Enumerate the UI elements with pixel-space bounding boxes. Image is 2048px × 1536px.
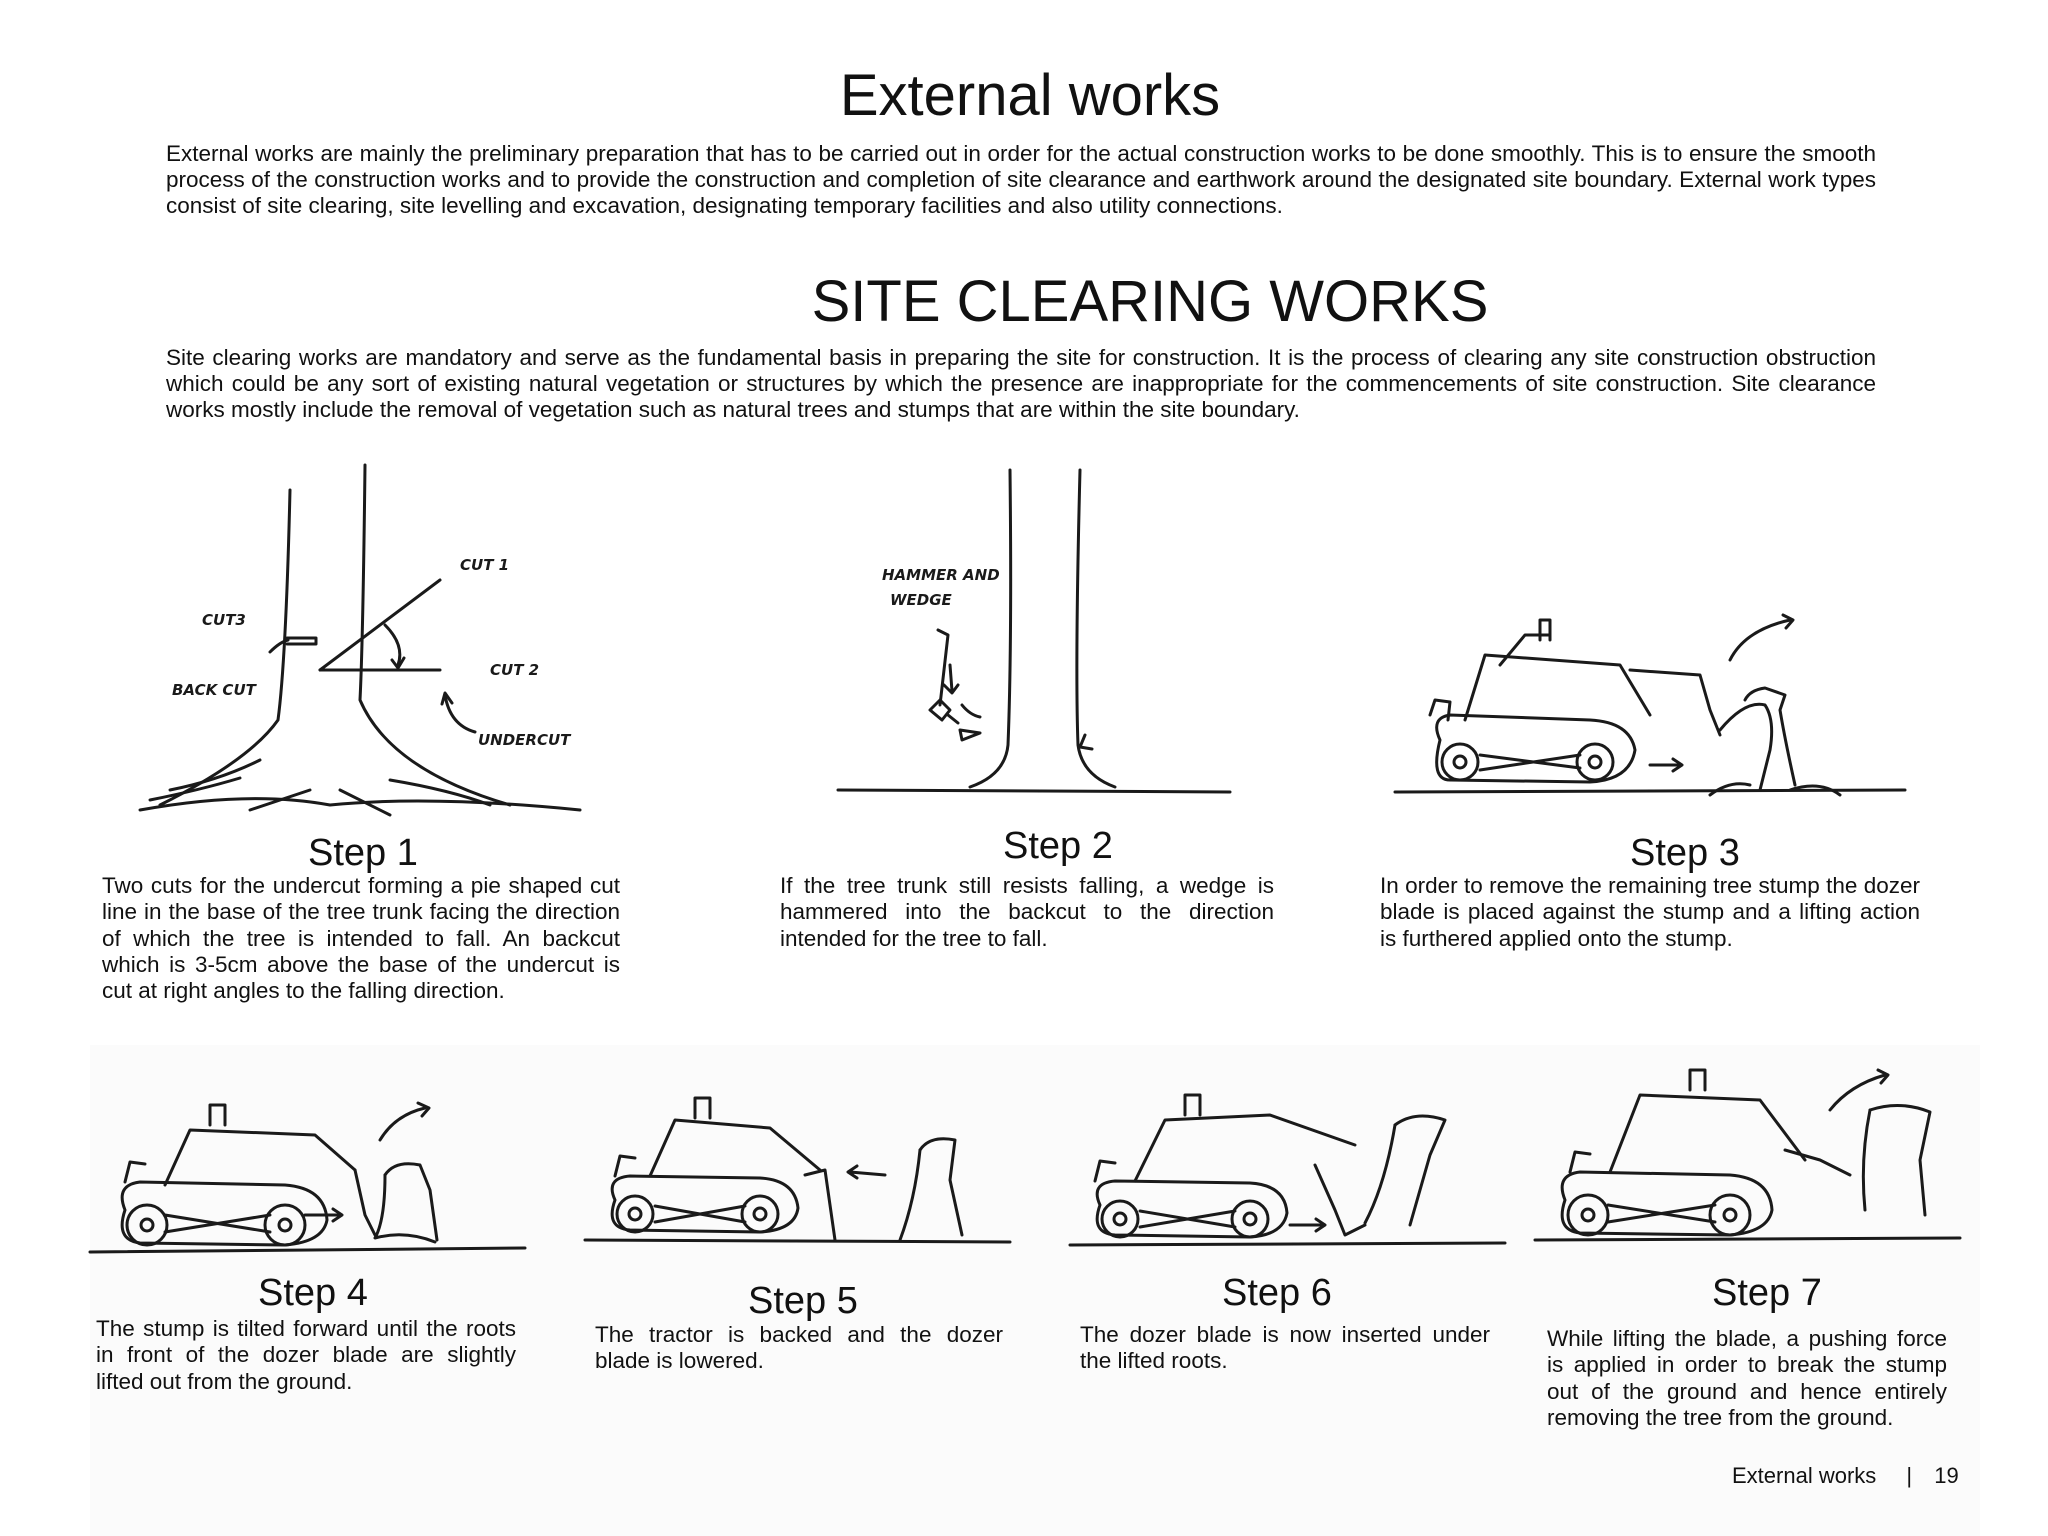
step5-text: The tractor is backed and the dozer blad…: [595, 1322, 1003, 1374]
cut3-label: CUT3: [202, 611, 246, 629]
bottom-background: [90, 1045, 1980, 1536]
footer-section: External works: [1732, 1463, 1877, 1488]
cut1-label: CUT 1: [460, 556, 509, 574]
footer-separator: |: [1906, 1463, 1913, 1488]
step6-illustration: [1068, 1093, 1507, 1247]
undercut-label: UNDERCUT: [478, 731, 572, 749]
step7-title: Step 7: [1712, 1272, 1822, 1314]
step5-illustration: [583, 1096, 1012, 1244]
step6-title: Step 6: [1222, 1272, 1332, 1314]
step4-illustration: [88, 1101, 527, 1254]
step3-title: Step 3: [1630, 832, 1740, 874]
footer-page-number: 19: [1934, 1463, 1959, 1488]
step7-text: While lifting the blade, a pushing force…: [1547, 1326, 1947, 1430]
step1-illustration: CUT 1 CUT 2 CUT3 BACK CUT UNDERCUT: [138, 463, 582, 817]
step2-text: If the tree trunk still resists falling,…: [780, 873, 1274, 951]
step5-title: Step 5: [748, 1280, 858, 1322]
section-paragraph: Site clearing works are mandatory and se…: [166, 345, 1876, 422]
cut2-label: CUT 2: [490, 661, 539, 679]
step4-text: The stump is tilted forward until the ro…: [96, 1316, 516, 1394]
footer: External works | 19: [1732, 1463, 1959, 1489]
section-title: SITE CLEARING WORKS: [811, 269, 1489, 334]
hammer-label-line1: HAMMER AND: [882, 566, 1000, 584]
step1-title: Step 1: [308, 832, 418, 874]
hammer-label-line2: WEDGE: [890, 591, 953, 609]
page-title: External works: [839, 63, 1221, 128]
step7-illustration: [1533, 1068, 1962, 1242]
step2-illustration: HAMMER AND WEDGE: [836, 468, 1232, 794]
step3-text: In order to remove the remaining tree st…: [1380, 873, 1920, 951]
step4-title: Step 4: [258, 1272, 368, 1314]
step6-text: The dozer blade is now inserted under th…: [1080, 1322, 1490, 1374]
backcut-label: BACK CUT: [172, 681, 258, 699]
step1-text: Two cuts for the undercut forming a pie …: [102, 873, 620, 1004]
step3-illustration: [1393, 613, 1907, 797]
intro-paragraph: External works are mainly the preliminar…: [166, 141, 1876, 218]
step2-title: Step 2: [1003, 825, 1113, 867]
